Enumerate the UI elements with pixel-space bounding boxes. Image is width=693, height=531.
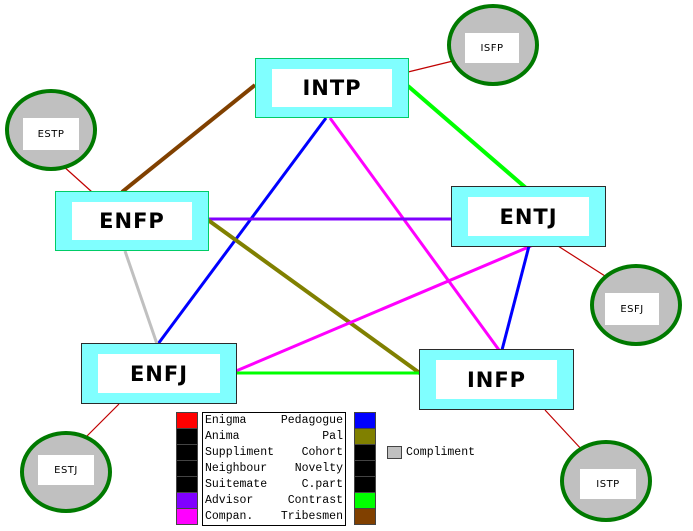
link-enfp-estp <box>61 164 93 193</box>
link-enfj-estj <box>84 403 120 439</box>
legend-row-right: Tribesmen <box>280 510 343 523</box>
type-node-entj-label: ENTJ <box>468 197 589 236</box>
compliment-node-esfj-label: ESFJ <box>605 293 659 325</box>
legend-swatch <box>176 428 198 445</box>
line-intp-infp <box>328 117 501 351</box>
line-intp-entj <box>406 84 528 190</box>
legend-swatch <box>354 444 376 461</box>
type-node-infp[interactable]: INFP <box>419 349 574 410</box>
legend-swatch <box>176 492 198 509</box>
compliment-node-esfj[interactable]: ESFJ <box>590 264 682 346</box>
legend-swatch <box>176 412 198 429</box>
legend-right-swatches <box>354 412 376 525</box>
legend-swatch <box>176 460 198 477</box>
legend-row-right: Cohort <box>301 446 343 459</box>
type-node-enfj-label: ENFJ <box>98 354 220 393</box>
legend-row-left: Enigma <box>205 414 247 427</box>
type-node-infp-label: INFP <box>436 360 557 399</box>
compliment-node-estj[interactable]: ESTJ <box>20 431 112 513</box>
type-node-enfp-label: ENFP <box>72 202 192 240</box>
legend-row-left: Advisor <box>205 494 254 507</box>
legend-row: Suitemate C.part <box>205 477 343 493</box>
legend-table: Enigma Pedagogue Anima Pal Suppliment Cohor… <box>202 412 346 526</box>
legend-row-left: Suitemate <box>205 478 268 491</box>
legend-row-right: Pal <box>322 430 343 443</box>
compliment-legend-label: Compliment <box>406 445 476 459</box>
line-entj-enfj <box>235 244 532 373</box>
legend-swatch <box>354 492 376 509</box>
legend-swatch <box>354 428 376 445</box>
legend-swatch <box>354 476 376 493</box>
legend-row: Enigma Pedagogue <box>205 413 343 429</box>
type-node-enfp[interactable]: ENFP <box>55 191 209 251</box>
legend-row-right: Pedagogue <box>280 414 343 427</box>
type-node-enfj[interactable]: ENFJ <box>81 343 237 404</box>
compliment-node-istp-label: ISTP <box>580 469 636 499</box>
compliment-node-estp[interactable]: ESTP <box>5 89 97 171</box>
compliment-node-estj-label: ESTJ <box>38 455 94 485</box>
compliment-node-istp[interactable]: ISTP <box>560 440 652 522</box>
legend-row: Neighbour Novelty <box>205 461 343 477</box>
line-enfp-enfj <box>123 250 159 345</box>
line-intp-enfj <box>156 117 328 345</box>
legend-swatch <box>354 412 376 429</box>
link-intp-isfp <box>407 59 458 73</box>
legend-row-right: Novelty <box>294 462 343 475</box>
legend-swatch <box>176 444 198 461</box>
legend-left-swatches <box>176 412 198 525</box>
legend-row-left: Anima <box>205 430 240 443</box>
type-node-intp-label: INTP <box>272 69 392 107</box>
link-entj-esfj <box>557 245 606 277</box>
compliment-node-isfp-label: ISFP <box>465 33 519 63</box>
legend-row-right: C.part <box>301 478 343 491</box>
link-infp-istp <box>544 409 584 452</box>
legend-swatch <box>354 460 376 477</box>
legend-row: Advisor Contrast <box>205 493 343 509</box>
legend-swatch <box>176 476 198 493</box>
legend-swatch <box>354 508 376 525</box>
type-node-entj[interactable]: ENTJ <box>451 186 606 247</box>
legend-row: Compan. Tribesmen <box>205 509 343 525</box>
compliment-swatch <box>387 445 402 459</box>
line-enfp-infp <box>206 218 423 376</box>
legend-row-left: Suppliment <box>205 446 275 459</box>
line-intp-enfp <box>120 83 257 194</box>
line-entj-infp <box>500 245 531 351</box>
compliment-node-isfp[interactable]: ISFP <box>447 4 539 86</box>
type-node-intp[interactable]: INTP <box>255 58 409 118</box>
legend-row: Suppliment Cohort <box>205 445 343 461</box>
compliment-legend: Compliment <box>387 444 475 460</box>
legend-row-left: Neighbour <box>205 462 268 475</box>
legend-row: Anima Pal <box>205 429 343 445</box>
legend-row-right: Contrast <box>287 494 343 507</box>
legend-swatch <box>176 508 198 525</box>
compliment-node-estp-label: ESTP <box>23 118 79 150</box>
legend-row-left: Compan. <box>205 510 254 523</box>
